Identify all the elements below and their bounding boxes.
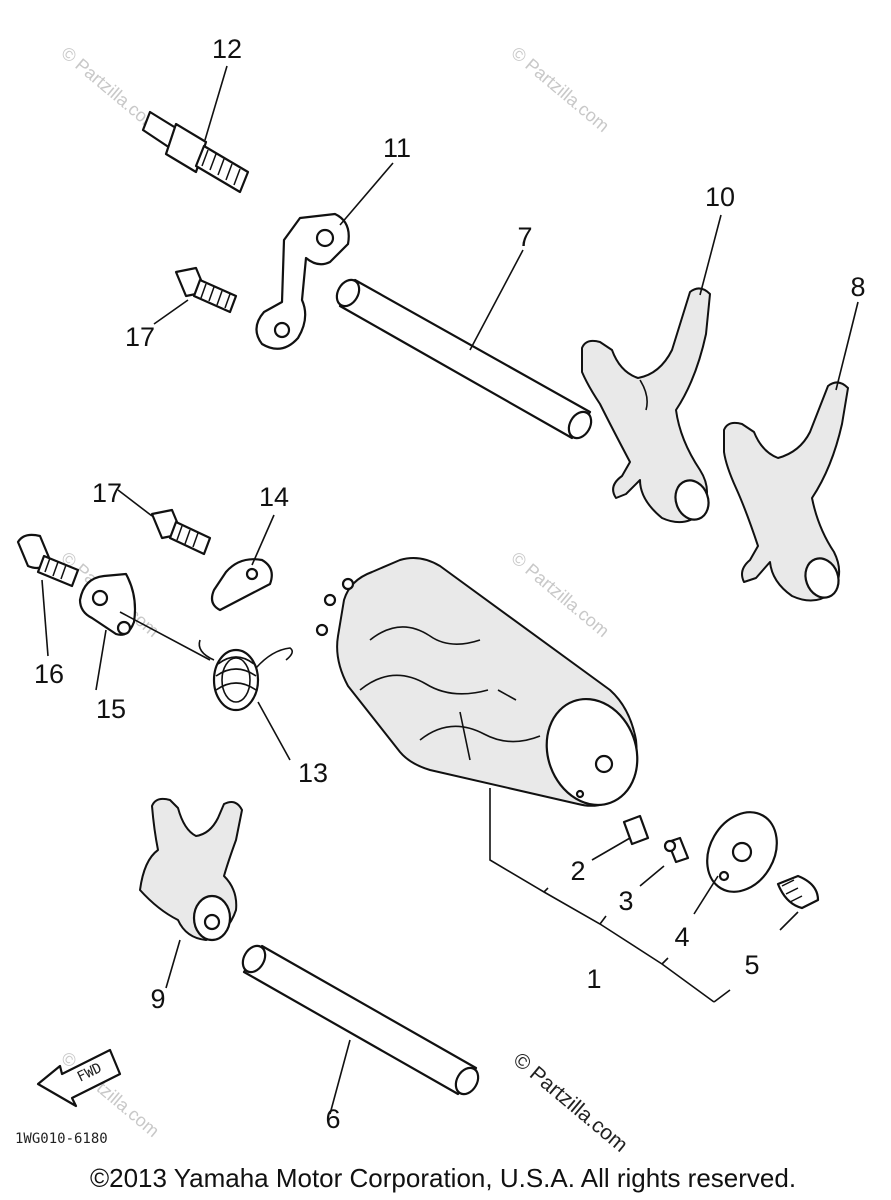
callout-15: 15 [96, 694, 126, 724]
watermark: © Partzilla.com [507, 43, 613, 136]
callout-4: 4 [674, 922, 689, 952]
callout-6: 6 [325, 1104, 340, 1134]
part-15-stopper-lever [78, 572, 137, 636]
part-8-shift-fork [723, 381, 849, 602]
part-3-pin [663, 836, 690, 864]
leader-lines [41, 65, 859, 1115]
part-2-pin [622, 814, 650, 846]
callout-1: 1 [586, 964, 601, 994]
watermark-dark: © Partzilla.com [509, 1048, 632, 1157]
part-16-bolt [16, 533, 80, 588]
part-1-shift-drum [315, 557, 639, 807]
part-6-guide-bar [241, 944, 480, 1096]
part-12-stud-bolt [141, 110, 250, 194]
callout-16: 16 [34, 659, 64, 689]
callout-7: 7 [517, 222, 532, 252]
drawing-code: 1WG010-6180 [15, 1131, 108, 1147]
part-4-plate [706, 811, 778, 893]
part-7-guide-bar [335, 278, 593, 440]
copyright-notice: ©2013 Yamaha Motor Corporation, U.S.A. A… [90, 1163, 796, 1193]
callout-17-upper: 17 [125, 322, 155, 352]
part-10-shift-fork [581, 287, 711, 524]
callout-5: 5 [744, 950, 759, 980]
part-11-bracket [255, 212, 350, 350]
part-17-bolt-lower [150, 508, 212, 556]
part-14-plate [210, 558, 273, 612]
part-17-bolt-upper [174, 266, 238, 314]
callout-10: 10 [705, 182, 735, 212]
part-9-shift-fork [139, 797, 243, 942]
background-watermarks: © Partzilla.com © Partzilla.com © Partzi… [57, 43, 613, 1141]
callout-12: 12 [212, 34, 242, 64]
callout-8: 8 [850, 272, 865, 302]
fwd-arrow-icon: FWD [36, 1048, 122, 1108]
callout-11: 11 [383, 133, 411, 163]
callout-9: 9 [150, 984, 165, 1014]
part-5-screw [776, 874, 820, 910]
callout-2: 2 [570, 856, 585, 886]
callout-14: 14 [259, 482, 289, 512]
callout-17-lower: 17 [92, 478, 122, 508]
callout-13: 13 [298, 758, 328, 788]
callout-3: 3 [618, 886, 633, 916]
callout-numbers: 12 11 10 7 8 17 17 14 16 15 13 2 3 4 1 5… [34, 34, 866, 1134]
part-13-torsion-spring [119, 611, 294, 712]
